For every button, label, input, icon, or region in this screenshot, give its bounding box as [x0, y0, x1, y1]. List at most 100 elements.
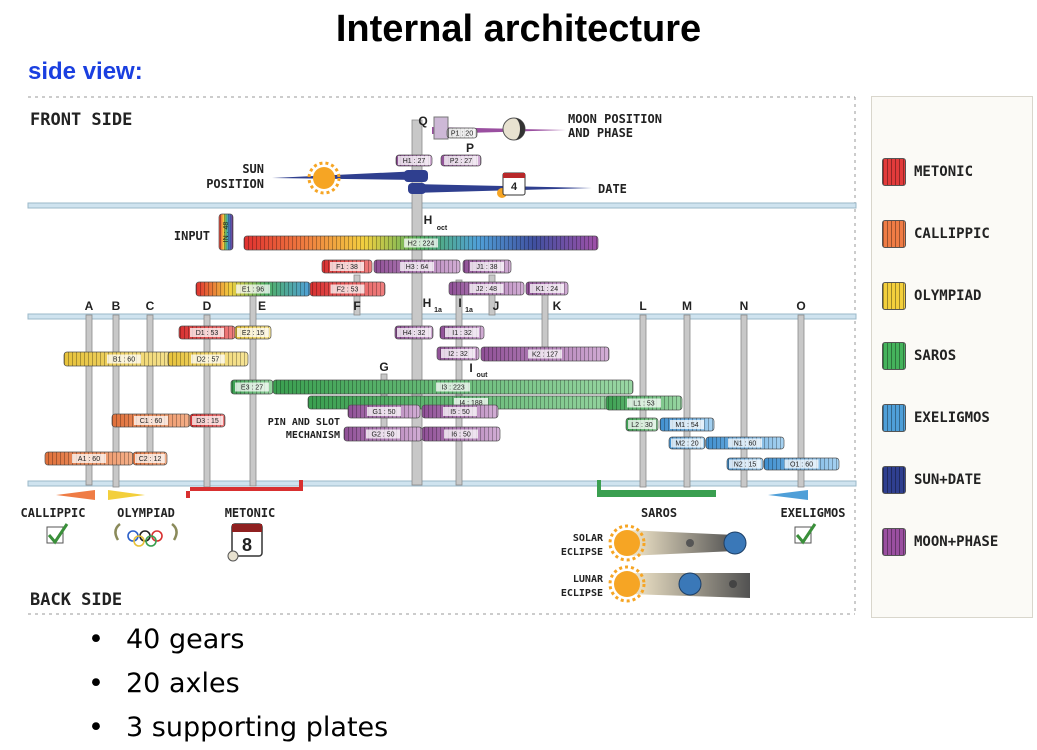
gear-l2: L2 : 30 [625, 417, 659, 432]
gear-label-bg-f2 [330, 284, 365, 294]
gear-h1: H1 : 27 [395, 154, 433, 167]
gear-label-bg-h4 [397, 328, 431, 337]
callippic-pointer [56, 490, 95, 500]
gear-label-bg-i5 [443, 407, 477, 416]
gear-label-bg-k2 [528, 349, 562, 359]
gear-label-i1: I1 : 32 [452, 330, 472, 337]
legend-label-olympiad: OLYMPIAD [914, 288, 982, 304]
gear-label-bg-a1 [72, 454, 106, 463]
pin-slot-line2: MECHANISM [286, 430, 340, 441]
axle-label-a: A [85, 299, 94, 313]
gear-m2: M2 : 20 [668, 436, 706, 450]
sun-label-line1: SUN [242, 162, 264, 176]
saros-bracket [597, 480, 716, 497]
gear-label-bg-c2 [135, 454, 165, 463]
gear-f1: F1 : 38 [321, 259, 373, 274]
gear-label-i5: I5 : 50 [450, 409, 470, 416]
legend-label-saros: SAROS [914, 348, 957, 364]
gear-label-m2: M2 : 20 [675, 441, 698, 448]
axle-label-h-1a: H [423, 296, 432, 310]
gear-g2: G2 : 50 [343, 426, 423, 442]
gear-label-i3: I3 : 223 [441, 385, 464, 392]
olympiad-pointer [108, 490, 145, 500]
axle-sub-h1a: 1a [434, 307, 442, 314]
legend-label-sun-date: SUN+DATE [914, 472, 982, 488]
gear-label-bg-p1 [449, 128, 475, 138]
gear-label-bg-g1 [367, 407, 401, 416]
legend-label-exeligmos: EXELIGMOS [914, 410, 990, 426]
legend-swatch-olympiad [882, 282, 906, 310]
solar-eclipse-icon [608, 524, 747, 562]
gear-p1: P1 : 20 [446, 127, 478, 139]
axle-c [146, 314, 154, 466]
gear-label-bg-i6 [444, 429, 478, 439]
gear-label-bg-p2 [444, 156, 478, 165]
exeligmos-pointer [768, 490, 808, 500]
gear-label-k2: K2 : 127 [532, 352, 558, 359]
gear-b1: B1 : 60 [63, 351, 185, 367]
pin-slot-line1: PIN AND SLOT [268, 417, 340, 428]
gear-label-bg-h1 [398, 156, 430, 165]
gear-k1: K1 : 24 [525, 281, 569, 296]
page-title: Internal architecture [335, 8, 702, 50]
gear-j1: J1 : 38 [462, 259, 512, 274]
gear-label-d2: D2 : 57 [197, 357, 220, 364]
gear-label-bg-h3 [400, 262, 434, 271]
subtitle: side view: [28, 58, 143, 85]
date-label: DATE [598, 182, 627, 196]
metonic-calendar-icon: 8 [227, 523, 263, 562]
gear-label-a1: A1 : 60 [78, 456, 100, 463]
gear-label-h1: H1 : 27 [403, 158, 426, 165]
axle-label-p: P [466, 141, 474, 155]
gear-d1: D1 : 53 [178, 325, 236, 340]
input-label: INPUT [174, 229, 210, 243]
plate-front [27, 202, 857, 209]
legend-swatch-exeligmos [882, 404, 906, 432]
lunar-eclipse-icon [608, 565, 750, 603]
axle-letters: A B C D E F J K L M N O G Q P H oct H 1a… [85, 114, 806, 379]
gear-label-e3: E3 : 27 [241, 385, 263, 392]
gear-h4: H4 : 32 [394, 325, 434, 340]
axle-label-h-oct: H [424, 213, 433, 227]
axle-sub-oct: oct [437, 225, 448, 232]
sun-icon [313, 167, 335, 189]
gear-label-bg-c1 [134, 416, 168, 425]
metonic-bracket [186, 480, 303, 498]
axle-label-c: C [146, 299, 155, 313]
solar-eclipse-line1: SOLAR [573, 533, 604, 544]
gear-label-bg-d2 [191, 354, 225, 364]
front-side-label: FRONT SIDE [30, 110, 132, 130]
gear-in: IN : 48 [218, 213, 234, 251]
gear-i5: I5 : 50 [421, 404, 499, 419]
legend-swatch-saros [882, 342, 906, 370]
gear-h3: H3 : 64 [373, 259, 461, 274]
gear-label-g1: G1 : 50 [373, 409, 396, 416]
gear-label-bg-l1 [627, 398, 661, 408]
dial-pointers [56, 480, 808, 500]
gear-label-i2: I2 : 32 [448, 351, 468, 358]
gear-label-c2: C2 : 12 [139, 456, 162, 463]
axle-m [683, 314, 691, 488]
gear-label-bg-i1 [445, 328, 479, 337]
axle-o [797, 314, 805, 488]
gear-p2: P2 : 27 [440, 154, 482, 167]
gear-a1: A1 : 60 [44, 451, 134, 466]
gear-label-bg-e1 [236, 284, 270, 294]
bullet-gears: 40 gears [88, 618, 388, 662]
gear-n2: N2 : 15 [726, 457, 764, 471]
axle-sub-i1a: 1a [465, 307, 473, 314]
gear-j2: J2 : 48 [448, 281, 525, 296]
gear-label-bg-l2 [628, 420, 656, 429]
legend-label-metonic: METONIC [914, 164, 974, 180]
dial-label-olympiad: OLYMPIAD [117, 506, 175, 520]
axle-label-i-1a: I [458, 296, 461, 310]
legend-swatch-moon-phase [882, 528, 906, 556]
plate-middle [27, 313, 857, 320]
gear-label-bg-f1 [330, 262, 364, 271]
axle-label-f: F [353, 299, 360, 313]
lunar-eclipse-line2: ECLIPSE [561, 588, 603, 599]
gear-c1: C1 : 60 [111, 413, 191, 428]
gear-label-c1: C1 : 60 [140, 418, 163, 425]
gear-l1: L1 : 53 [605, 395, 683, 411]
